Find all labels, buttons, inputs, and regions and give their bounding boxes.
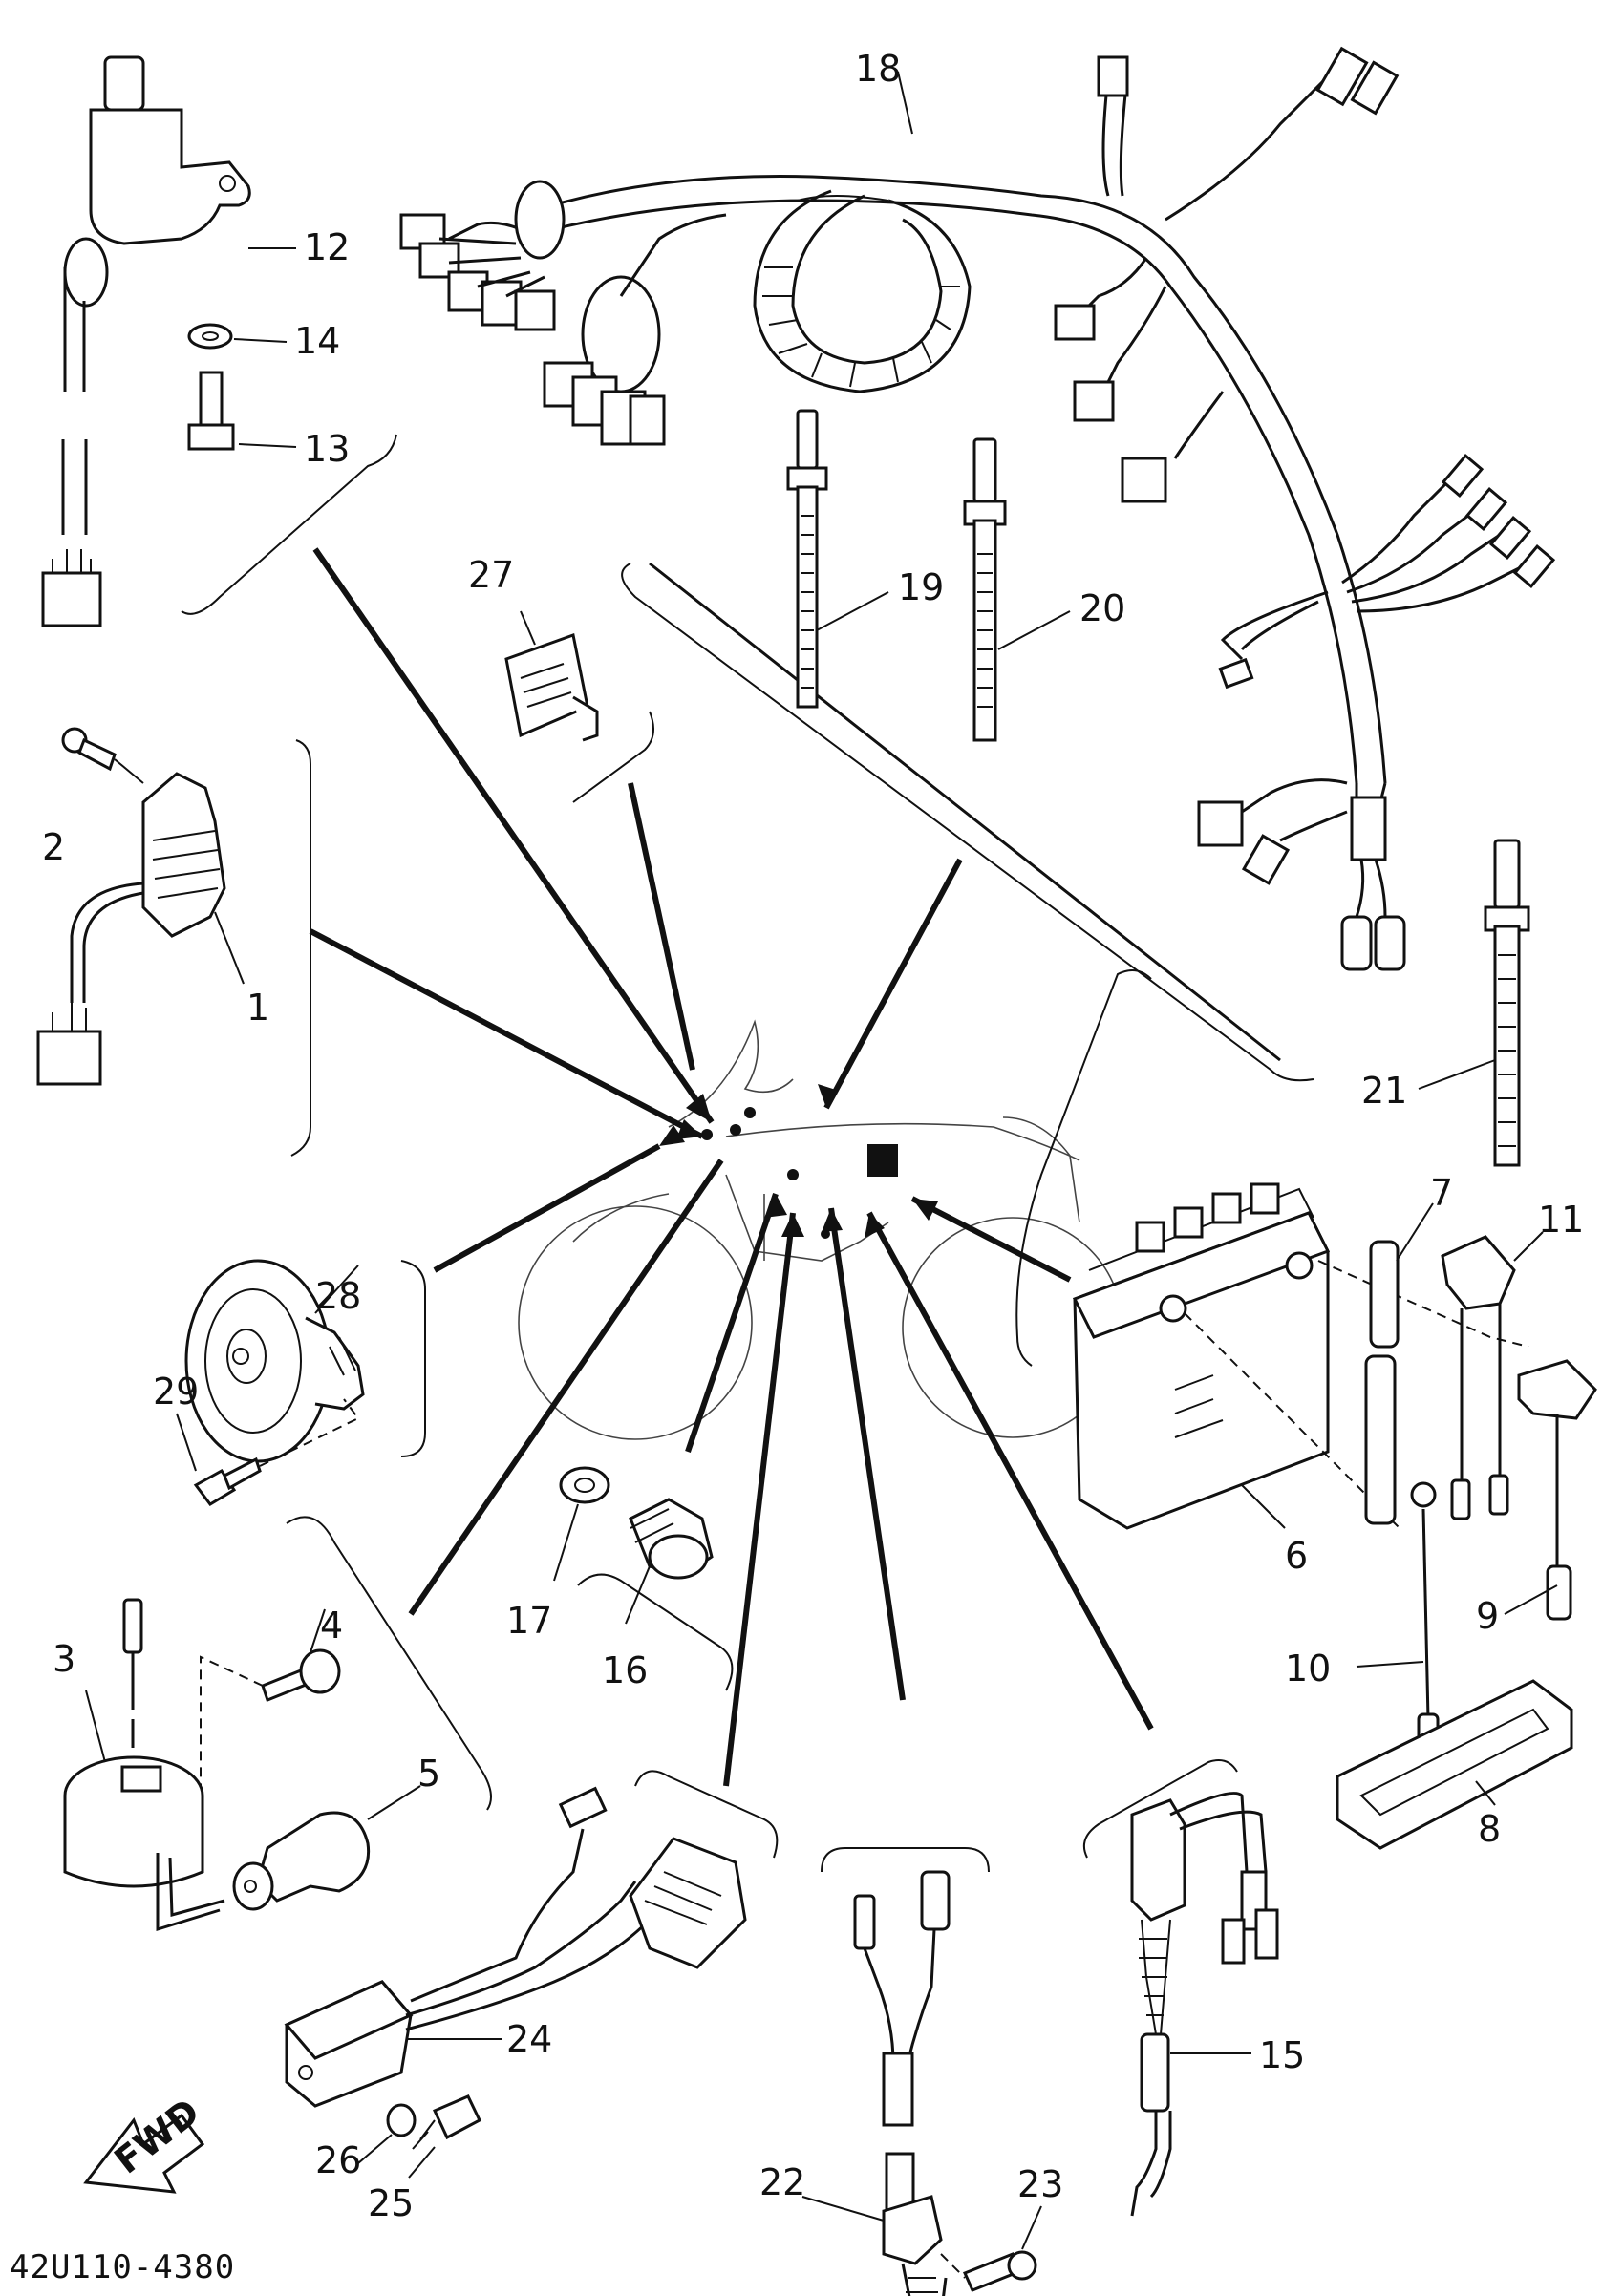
relay-part-27 <box>504 610 599 742</box>
cdi-unit-part-24 <box>284 1786 747 2108</box>
stop-switch-part-15 <box>1130 1792 1279 2217</box>
horn-part-28 <box>184 1259 365 1463</box>
callout-16: 16 <box>602 1649 648 1691</box>
breather-pipe-part-7 <box>1364 1202 1434 1525</box>
main-switch-part-12 <box>41 55 296 627</box>
cable-tie-part-19 <box>786 409 889 709</box>
callout-1: 1 <box>246 987 269 1029</box>
callout-26: 26 <box>315 2139 361 2181</box>
leader-lines <box>309 547 1281 1787</box>
washer-part-17 <box>553 1466 610 1582</box>
callout-8: 8 <box>1478 1808 1501 1850</box>
callout-13: 13 <box>304 428 350 470</box>
battery-location-mark <box>867 1144 898 1177</box>
callout-28: 28 <box>315 1275 361 1317</box>
callout-labels: 1 2 3 4 5 6 7 8 9 10 11 12 13 14 15 16 1… <box>42 48 1584 2224</box>
rectifier-part-1 <box>36 772 245 1086</box>
bolt-part-13 <box>187 371 297 451</box>
callout-20: 20 <box>1079 587 1125 629</box>
cable-tie-part-21 <box>1418 839 1530 1167</box>
battery-cable-part-11 <box>1441 1231 1544 1520</box>
motorcycle-outline <box>518 1019 1123 1440</box>
brackets <box>181 434 1314 1873</box>
ignition-coil-part-3 <box>63 1598 225 1932</box>
bolt-part-23 <box>940 2205 1042 2292</box>
callout-18: 18 <box>855 48 901 90</box>
washer-part-14 <box>187 323 288 350</box>
washer-part-26 <box>357 2103 417 2164</box>
callout-4: 4 <box>320 1605 343 1647</box>
plug-cap-part-5 <box>232 1785 421 1911</box>
wire-harness-part-18 <box>399 46 1556 971</box>
bolt-part-25 <box>408 2094 481 2179</box>
callout-23: 23 <box>1017 2163 1063 2205</box>
sensor-part-22 <box>801 1870 951 2296</box>
callout-17: 17 <box>506 1600 552 1642</box>
callout-2: 2 <box>42 826 65 868</box>
bolt-part-29 <box>176 1398 360 1506</box>
callout-15: 15 <box>1259 2034 1305 2076</box>
callout-11: 11 <box>1538 1199 1584 1241</box>
callout-22: 22 <box>759 2161 805 2203</box>
battery-part-6 <box>1072 1182 1529 1530</box>
neutral-switch-part-16 <box>625 1498 714 1625</box>
cable-tie-part-20 <box>963 437 1071 742</box>
battery-cable-part-9 <box>1504 1359 1597 1621</box>
callout-12: 12 <box>304 226 350 268</box>
callout-19: 19 <box>898 566 944 608</box>
callout-21: 21 <box>1361 1070 1407 1112</box>
callout-27: 27 <box>468 554 514 596</box>
diagram-code: 42U110-4380 <box>10 2248 235 2286</box>
callout-7: 7 <box>1430 1172 1453 1214</box>
callout-5: 5 <box>417 1753 440 1795</box>
callout-6: 6 <box>1285 1535 1308 1577</box>
fwd-arrow-icon: FWD <box>83 2091 207 2194</box>
callout-10: 10 <box>1285 1648 1331 1690</box>
callout-25: 25 <box>368 2182 414 2224</box>
callout-3: 3 <box>53 1638 75 1680</box>
callout-9: 9 <box>1476 1595 1499 1637</box>
callout-24: 24 <box>506 2018 552 2060</box>
bolt-part-4 <box>200 1608 341 1805</box>
callout-29: 29 <box>153 1371 199 1413</box>
ground-cable-part-10 <box>1356 1481 1440 1759</box>
bolt-part-2 <box>61 727 144 784</box>
battery-band-part-8 <box>1336 1679 1573 1850</box>
callout-14: 14 <box>294 320 340 362</box>
